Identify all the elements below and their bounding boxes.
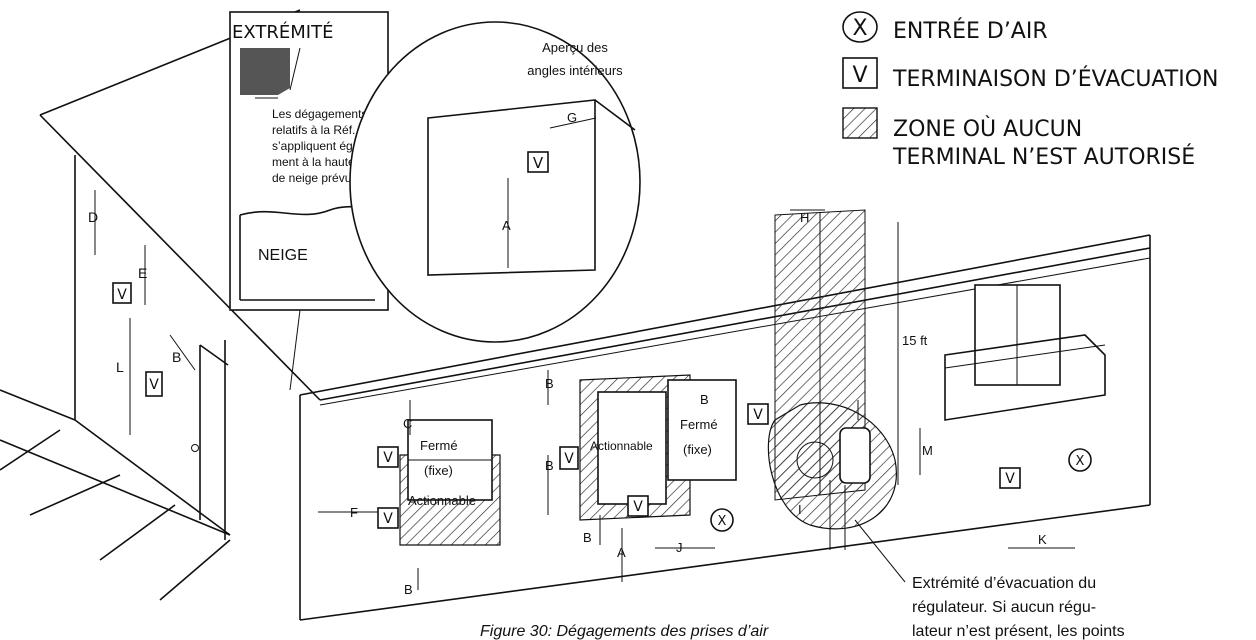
- exhaust-v-icon: [145, 371, 163, 397]
- legend-exhaust-terminal: V TERMINAISON D’ÉVACUATION: [842, 57, 1218, 92]
- legend-no-terminal-zone: ZONE OÙ AUCUN TERMINAL N’EST AUTORISÉ: [842, 107, 1195, 170]
- inset-corners-title-1: Aperçu des: [542, 40, 608, 55]
- legend-x-symbol: X: [852, 16, 867, 41]
- left-window-fixed-label: (fixe): [424, 463, 453, 478]
- svg-text:V: V: [564, 451, 574, 467]
- svg-text:Extrémité d’évacuation du: Extrémité d’évacuation du: [912, 575, 1096, 592]
- dim-b-mid-center: B: [545, 458, 554, 473]
- exhaust-v-icon: [377, 446, 399, 468]
- regulator-note: Extrémité d’évacuation du régulateur. Si…: [912, 575, 1125, 640]
- dim-d: D: [88, 209, 98, 225]
- window-labels: Fermé (fixe) Actionnable Actionnable Fer…: [408, 417, 718, 508]
- figure-caption: Figure 30: Dégagements des prises d’air: [480, 623, 769, 640]
- svg-text:V: V: [753, 407, 763, 423]
- dim-l: L: [116, 359, 124, 375]
- legend-zone-label-1: ZONE OÙ AUCUN: [893, 116, 1082, 142]
- left-window-closed-label: Fermé: [420, 438, 458, 453]
- corner-exhaust-v-icon: [527, 151, 549, 173]
- terminal-detail-icon: [240, 48, 290, 95]
- front-wall-base: [299, 504, 1151, 621]
- exhaust-v-icon: [999, 467, 1021, 489]
- svg-text:régulateur. Si aucun régu-: régulateur. Si aucun régu-: [912, 599, 1096, 616]
- legend-x-label: ENTRÉE D’AIR: [893, 18, 1048, 44]
- window-center: [579, 374, 737, 521]
- svg-text:V: V: [149, 377, 159, 393]
- svg-text:V: V: [383, 511, 393, 527]
- center-window-closed-label: Fermé: [680, 417, 718, 432]
- legend-v-label: TERMINAISON D’ÉVACUATION: [892, 66, 1218, 92]
- inset-corners: Aperçu des angles intérieurs V G A: [349, 21, 641, 343]
- hatched-zone-icon: [842, 107, 878, 139]
- dim-15ft: 15 ft: [902, 333, 928, 348]
- inset-extremite-note: Les dégagements relatifs à la Réf. A s’a…: [272, 107, 376, 185]
- dim-h: H: [800, 210, 809, 225]
- dim-b-top-center: B: [545, 376, 554, 391]
- svg-text:X: X: [718, 514, 727, 529]
- terminals: V V V V V V V V X X: [112, 282, 1092, 532]
- legend-v-symbol: V: [852, 63, 867, 88]
- door-knob-icon: [191, 444, 199, 452]
- dim-a: A: [617, 545, 626, 560]
- corner-v-symbol: V: [533, 154, 544, 172]
- dim-f: F: [350, 505, 358, 520]
- dim-j: J: [676, 540, 683, 555]
- dim-b-right-window: B: [700, 392, 709, 407]
- exhaust-v-icon: [559, 446, 579, 470]
- svg-text:V: V: [1005, 471, 1015, 487]
- no-terminal-zone: [767, 209, 897, 530]
- exhaust-v-icon: [627, 495, 649, 517]
- air-intake-x-icon: [842, 11, 878, 43]
- legend-air-intake: X ENTRÉE D’AIR: [842, 11, 1048, 44]
- svg-text:V: V: [383, 450, 393, 466]
- air-intake-x-icon: [1068, 448, 1092, 472]
- corner-label-a: A: [502, 218, 511, 233]
- air-intake-x-icon: [710, 508, 734, 532]
- gas-meter: [796, 400, 906, 583]
- walkway: [0, 389, 231, 601]
- left-wall: [74, 155, 301, 620]
- left-window-operable-label: Actionnable: [408, 493, 476, 508]
- dim-m: M: [922, 443, 933, 458]
- snow-label: NEIGE: [258, 247, 308, 264]
- eave-line: [319, 257, 1151, 406]
- dim-e: E: [138, 265, 147, 281]
- window-right: [944, 284, 1106, 421]
- center-window-operable-label: Actionnable: [590, 439, 653, 453]
- dim-b-bottom-left: B: [404, 582, 413, 597]
- inset-corners-title-2: angles intérieurs: [527, 63, 623, 78]
- door: [199, 344, 229, 520]
- window-left: [399, 419, 501, 546]
- dim-b-left: B: [172, 349, 181, 365]
- svg-text:V: V: [117, 287, 127, 303]
- svg-text:X: X: [1076, 454, 1085, 469]
- legend: X ENTRÉE D’AIR V TERMINAISON D’ÉVACUATIO…: [842, 11, 1218, 170]
- inset-extremite-title: EXTRÉMITÉ: [232, 21, 333, 43]
- dim-c: C: [403, 416, 412, 431]
- exhaust-v-icon: [747, 403, 769, 425]
- house-drawing: [0, 9, 1151, 621]
- regulator-leader: [854, 519, 906, 583]
- exhaust-v-icon: [112, 282, 132, 304]
- center-window-fixed-label: (fixe): [683, 442, 712, 457]
- legend-zone-label-2: TERMINAL N’EST AUTORISÉ: [892, 144, 1195, 170]
- dimension-labels: D E L B C F B B B B B A J H I 15 ft M K: [88, 209, 1047, 597]
- inset-extremite: EXTRÉMITÉ Les dégagements relatifs à la …: [229, 11, 389, 391]
- svg-text:V: V: [633, 499, 643, 515]
- dim-b-bottom-center: B: [583, 530, 592, 545]
- exhaust-v-icon: [842, 57, 878, 89]
- exhaust-v-icon: [377, 507, 399, 529]
- dim-i: I: [798, 502, 802, 517]
- svg-text:lateur n’est présent, les poin: lateur n’est présent, les points: [912, 623, 1125, 640]
- roof-outline: [39, 9, 1151, 401]
- corner-label-g: G: [567, 110, 577, 125]
- dimension-lines: [94, 190, 1075, 590]
- dim-k: K: [1038, 532, 1047, 547]
